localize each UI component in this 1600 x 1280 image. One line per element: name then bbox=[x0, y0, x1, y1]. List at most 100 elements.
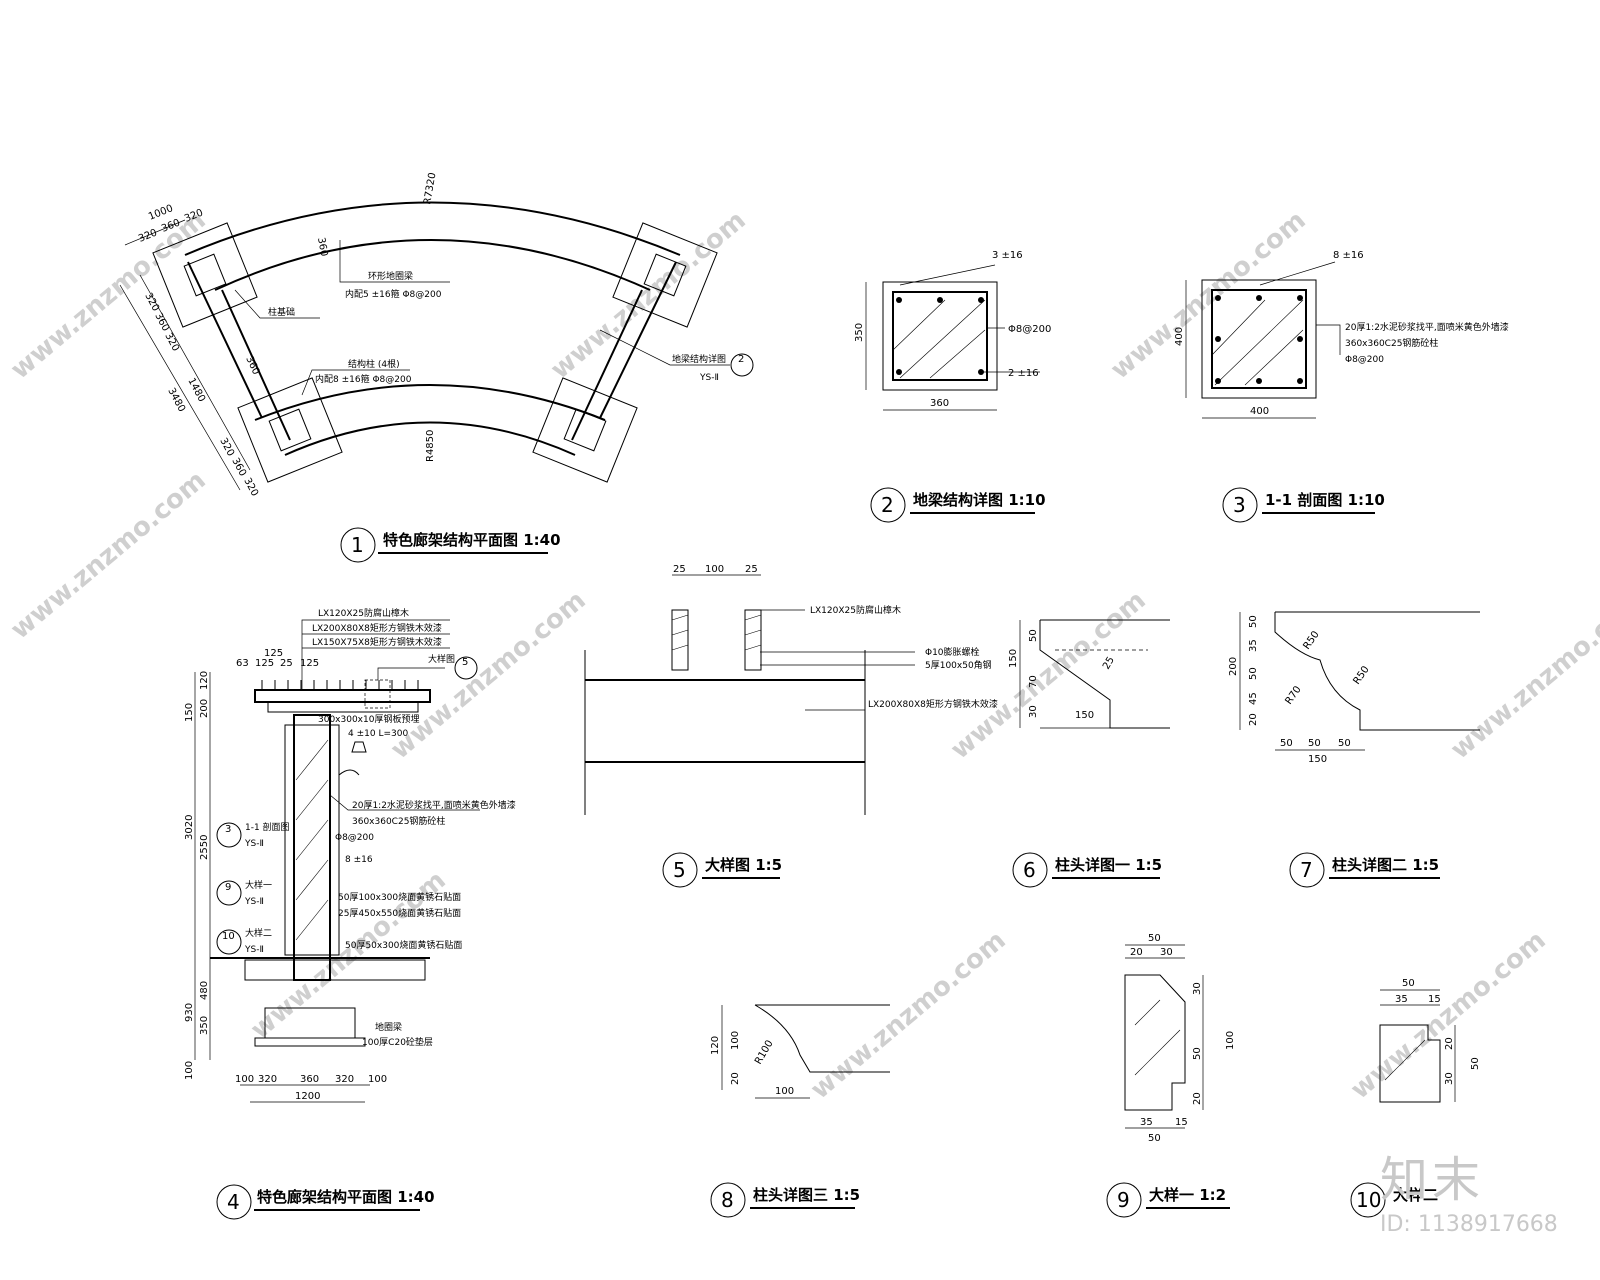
view-title-3: 1-1 剖面图 1:10 bbox=[1265, 491, 1385, 509]
watermark: www.znzmo.com bbox=[945, 585, 1151, 765]
brand-id: ID: 1138917668 bbox=[1380, 1212, 1558, 1237]
elev-label-2: LX200X80X8矩形方钢铁木效漆 bbox=[312, 622, 442, 634]
d7-v-35: 35 bbox=[1248, 639, 1259, 652]
lamp-icon bbox=[351, 741, 367, 753]
view-number-2: 2 bbox=[881, 493, 894, 517]
elev-ref3-no: 10 bbox=[222, 931, 235, 942]
d6-angle: 25 bbox=[1101, 655, 1117, 672]
view-4-elevation: 120 200 150 3020 2550 480 930 350 100 63… bbox=[184, 607, 516, 1220]
d6-v-70: 70 bbox=[1028, 675, 1039, 688]
d8-v-100: 100 bbox=[730, 1031, 741, 1050]
dim-150: 150 bbox=[184, 703, 195, 722]
d9-top: 50 bbox=[1148, 933, 1161, 944]
ref-circle-2 bbox=[730, 353, 754, 377]
d9-top2-30: 30 bbox=[1160, 947, 1173, 958]
d5-dim-25a: 25 bbox=[673, 564, 686, 575]
view-number-circle-5 bbox=[662, 852, 698, 888]
dim-bot-360: 360 bbox=[300, 1074, 319, 1085]
dim-top-63: 63 bbox=[236, 658, 249, 669]
view-number-circle-10 bbox=[1350, 1182, 1386, 1218]
label-ref-beam: 地梁结构详图 bbox=[672, 353, 726, 365]
dim-200: 200 bbox=[199, 699, 210, 718]
view-title-8: 柱头详图三 1:5 bbox=[753, 1186, 860, 1204]
elev-ref2-no: 9 bbox=[225, 882, 231, 893]
d5-dim-25b: 25 bbox=[745, 564, 758, 575]
view-1-plan: 1000 320 360 320 320 360 320 1480 3480 3… bbox=[119, 172, 754, 563]
view-number-circle-4 bbox=[216, 1184, 252, 1220]
section-note-2: 360x360C25钢筋砼柱 bbox=[1345, 337, 1438, 349]
d7-v-50a: 50 bbox=[1248, 615, 1259, 628]
view-title-4: 特色廊架结构平面图 1:40 bbox=[257, 1188, 435, 1206]
d7-width: 150 bbox=[1308, 754, 1327, 765]
d9-v-100: 100 bbox=[1225, 1031, 1236, 1050]
label-col-rebar: 内配8 ±16箍 Φ8@200 bbox=[315, 373, 412, 385]
dim-top-125a: 125 bbox=[255, 658, 274, 669]
d9-v-20: 20 bbox=[1192, 1092, 1203, 1105]
view-number-7: 7 bbox=[1300, 858, 1313, 882]
d8-width: 100 bbox=[775, 1086, 794, 1097]
view-number-circle-1 bbox=[340, 527, 376, 563]
watermark: www.znzmo.com bbox=[385, 585, 591, 765]
d6-v-50: 50 bbox=[1028, 629, 1039, 642]
d10-v-20: 20 bbox=[1444, 1037, 1455, 1050]
d9-bot-15: 15 bbox=[1175, 1117, 1188, 1128]
dim-plan-1480: 1480 bbox=[185, 376, 207, 404]
d9-top2-20: 20 bbox=[1130, 947, 1143, 958]
d7-r3: R70 bbox=[1283, 684, 1303, 706]
view-title-1: 特色廊架结构平面图 1:40 bbox=[383, 531, 561, 549]
elev-note-8: 地圈梁 bbox=[375, 1021, 402, 1033]
dim-bot-320a: 320 bbox=[258, 1074, 277, 1085]
view-5-detail: 25 100 25 LX120X25防腐山樟木 Φ10膨胀螺栓 5厚100x50… bbox=[584, 564, 998, 888]
dim-350: 350 bbox=[199, 1016, 210, 1035]
d6-v-30: 30 bbox=[1028, 705, 1039, 718]
dim-plan-side3-320: 320 bbox=[217, 436, 236, 458]
view-number-9: 9 bbox=[1117, 1188, 1130, 1212]
label-footing: 柱基础 bbox=[268, 306, 295, 318]
view-number-circle-8 bbox=[710, 1182, 746, 1218]
d10-v2-50: 50 bbox=[1470, 1057, 1481, 1070]
d8-v-20: 20 bbox=[730, 1072, 741, 1085]
view-3-section: 8 ±16 20厚1:2水泥砂浆找平,面喷米黄色外墙漆 360x360C25钢筋… bbox=[1174, 250, 1509, 523]
section-height: 400 bbox=[1174, 327, 1185, 346]
brand-logo: 知末 bbox=[1380, 1152, 1485, 1208]
dim-2550: 2550 bbox=[199, 835, 210, 860]
label-ring-beam: 环形地圈梁 bbox=[368, 270, 413, 282]
elev-note-3: Φ8@200 bbox=[335, 833, 374, 843]
view-number-3: 3 bbox=[1233, 493, 1246, 517]
brand-watermark: 知末 ID: 1138917668 bbox=[1380, 1140, 1558, 1237]
beam-height: 350 bbox=[854, 323, 865, 342]
d5-label-3: 5厚100x50角钢 bbox=[925, 659, 992, 671]
rafter-bolts bbox=[261, 680, 419, 690]
ref-no-2: 2 bbox=[738, 354, 744, 365]
section-stirrup: Φ8@200 bbox=[1345, 355, 1384, 365]
view-title-6: 柱头详图一 1:5 bbox=[1055, 856, 1162, 874]
d7-r2: R50 bbox=[1351, 664, 1371, 686]
d9-v-30: 30 bbox=[1192, 982, 1203, 995]
view-6-detail: 50 150 70 30 25 150 6 柱头详图一 1:5 bbox=[1008, 619, 1170, 888]
dim-100: 100 bbox=[184, 1061, 195, 1080]
section-width: 400 bbox=[1250, 406, 1269, 417]
view-9-detail: 50 20 30 30 100 50 20 35 15 50 9 大样一 1:2 bbox=[1106, 933, 1236, 1218]
elev-bolt: 4 ±10 L=300 bbox=[348, 729, 408, 739]
d7-h-50a: 50 bbox=[1280, 738, 1293, 749]
dim-top-125c: 125 bbox=[300, 658, 319, 669]
elev-ref1-sheet: YS-Ⅱ bbox=[244, 839, 264, 849]
d7-v-20: 20 bbox=[1248, 713, 1259, 726]
ref-sheet: YS-Ⅱ bbox=[699, 373, 719, 383]
dim-plan-side3-360: 360 bbox=[229, 456, 248, 478]
view-number-circle-6 bbox=[1012, 852, 1048, 888]
elev-note-5: 50厚100x300烧面黄锈石贴面 bbox=[338, 891, 461, 903]
dim-bot-total: 1200 bbox=[295, 1091, 320, 1102]
dim-plan-side-360: 360 bbox=[152, 311, 171, 333]
dim-930: 930 bbox=[184, 1003, 195, 1022]
d6-width: 150 bbox=[1075, 710, 1094, 721]
r-outer: R7320 bbox=[422, 172, 438, 206]
d7-v-45: 45 bbox=[1248, 692, 1259, 705]
dim-plan-beam2-360: 360 bbox=[243, 355, 261, 377]
watermark: www.znzmo.com bbox=[5, 465, 211, 645]
d7-h-50c: 50 bbox=[1338, 738, 1351, 749]
dim-480: 480 bbox=[199, 981, 210, 1000]
dim-plan-3480: 3480 bbox=[165, 386, 187, 414]
dim-top-125b: 125 bbox=[264, 648, 283, 659]
view-number-circle-2 bbox=[870, 487, 906, 523]
